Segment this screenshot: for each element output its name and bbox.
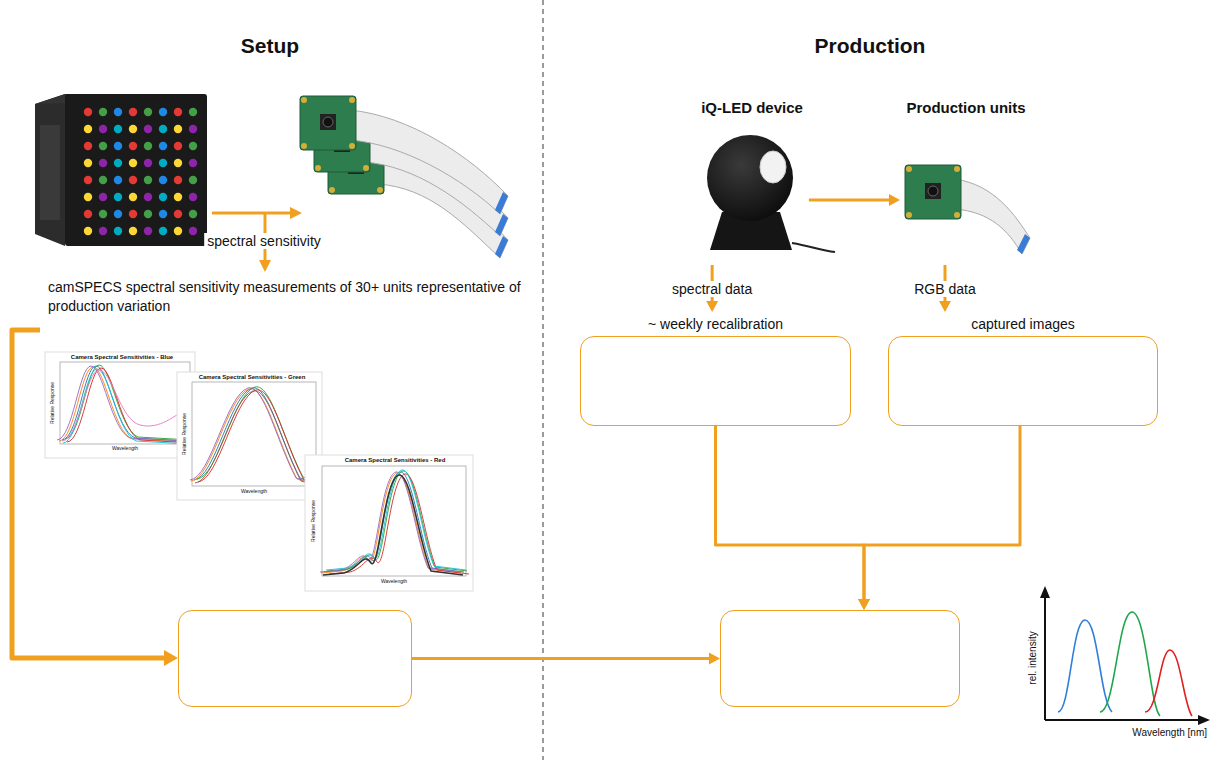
- divider-line: [542, 0, 544, 760]
- connector-arrow: [412, 653, 720, 665]
- sensitivity-plot-red: [305, 455, 473, 591]
- arrow-label: spectral sensitivity: [204, 233, 324, 249]
- connector-line: [809, 199, 890, 202]
- iq-led-device: [707, 135, 835, 252]
- arrow-head: [709, 653, 720, 665]
- axis-label: Wavelength: [241, 489, 267, 495]
- process-box: [720, 610, 960, 707]
- camspecs-device: [35, 94, 207, 246]
- arrow-head: [858, 599, 870, 610]
- camera-modules: [300, 96, 508, 258]
- node-heading: iQ-LED device: [701, 95, 803, 116]
- sensitivity-plot-blue: [45, 352, 195, 458]
- connector-line: [864, 426, 1020, 600]
- rounded-box: [580, 336, 851, 426]
- device-node: iQ-LED device: [695, 95, 809, 265]
- node-heading: ~ weekly recalibration: [648, 312, 783, 332]
- node-heading: captured images: [971, 312, 1075, 332]
- connector-line: [412, 657, 710, 660]
- plot-title: Camera Spectral Sensitivities - Green: [199, 374, 306, 381]
- section-heading: Production: [815, 34, 926, 58]
- plot-title: Camera Spectral Sensitivities - Blue: [71, 354, 173, 361]
- spectrum-sketch: [1040, 586, 1210, 725]
- axis-label: Relative Response: [311, 500, 317, 542]
- rounded-box: [888, 336, 1158, 426]
- axis-label: Relative Response: [50, 382, 56, 424]
- process-box: [178, 610, 412, 707]
- connector-arrow: [716, 426, 871, 610]
- edge-label: RGB data: [911, 280, 978, 296]
- arrow-head: [939, 301, 951, 312]
- note-text: camSPECS spectral sensitivity measuremen…: [48, 278, 533, 316]
- node-heading: Production units: [906, 95, 1025, 116]
- connector-arrow: [809, 194, 900, 206]
- sensitivity-plot-green: [177, 372, 322, 500]
- device-node: Production units: [900, 95, 1032, 265]
- axis-label: rel. intensity: [1027, 631, 1039, 684]
- axis-label: Relative Response: [182, 413, 188, 455]
- arrow-head: [889, 194, 900, 206]
- axis-label: Wavelength [nm]: [1132, 727, 1207, 739]
- plot-title: Camera Spectral Sensitivities - Red: [345, 457, 446, 464]
- connector-line: [716, 426, 865, 600]
- camera-module: [905, 165, 1030, 254]
- section-heading: Setup: [241, 34, 299, 58]
- arrow-head: [706, 301, 718, 312]
- process-box: ~ weekly recalibration: [580, 312, 851, 426]
- connector-arrow: [858, 426, 1020, 610]
- axis-label: Wavelength: [112, 446, 138, 452]
- arrow-head: [858, 599, 870, 610]
- process-box: captured images: [888, 312, 1158, 426]
- edge-label: spectral data: [669, 280, 755, 296]
- axis-label: Wavelength: [381, 579, 407, 585]
